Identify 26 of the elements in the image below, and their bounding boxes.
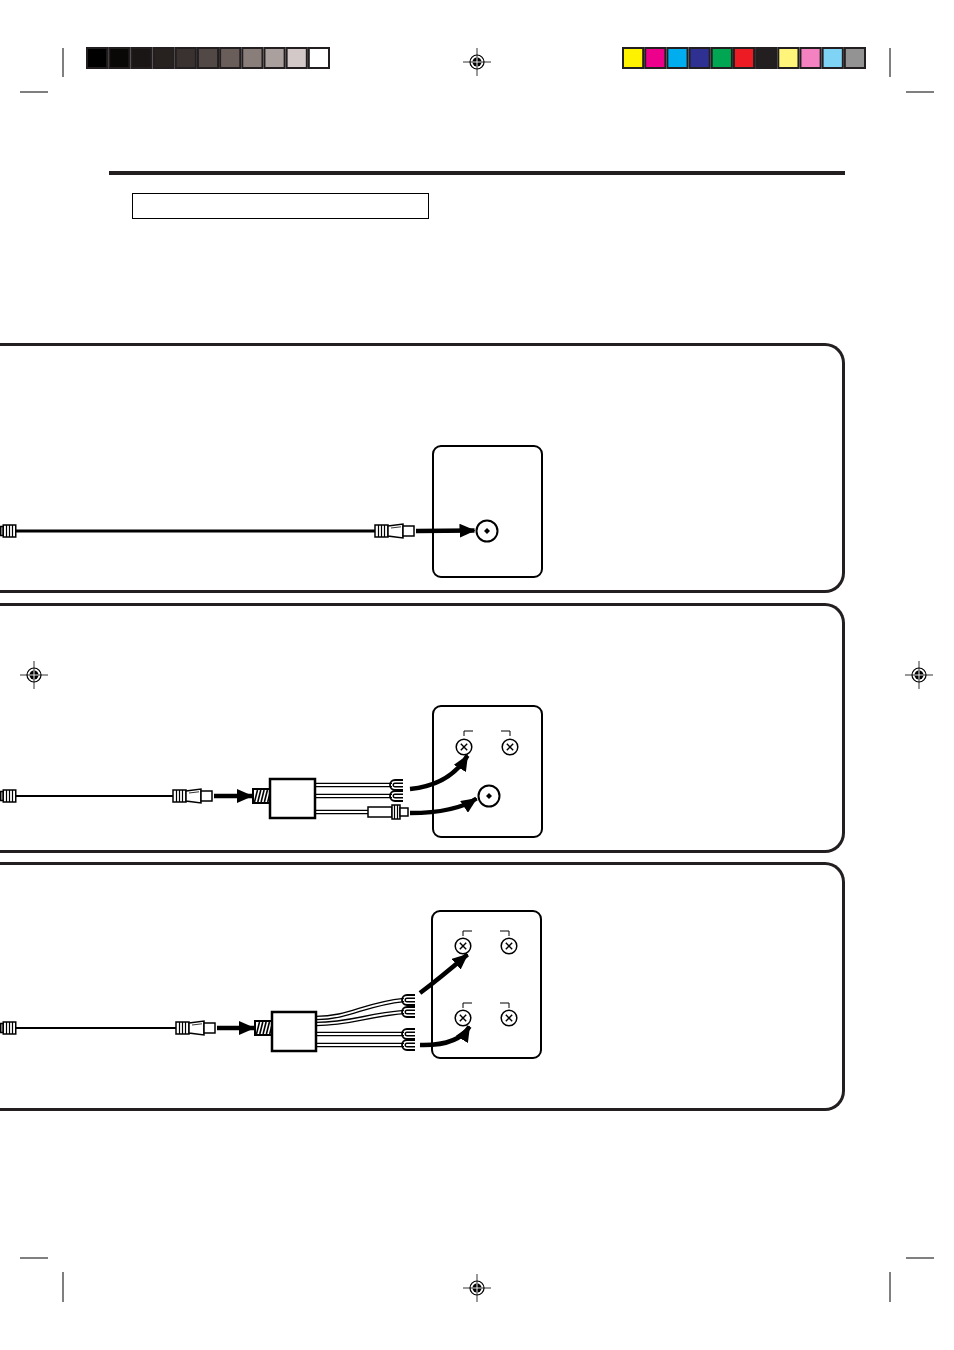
arrow	[418, 952, 469, 995]
arrow	[416, 523, 476, 538]
screw-terminal-icon	[453, 936, 472, 955]
coaxial-cable-drawing	[0, 521, 416, 541]
screw-terminal-icon	[453, 1008, 472, 1027]
connection-panel	[0, 603, 845, 853]
screw-terminal-icon	[500, 737, 519, 756]
antenna-terminal-board	[432, 445, 543, 578]
coaxial-cable-drawing	[0, 1018, 217, 1038]
connection-panel	[0, 862, 845, 1111]
antenna-terminal-board	[432, 705, 543, 838]
antenna-terminal-board	[431, 910, 542, 1059]
arrow	[409, 796, 478, 816]
screw-terminal-icon	[499, 936, 518, 955]
coaxial-jack-icon	[474, 518, 499, 543]
screw-terminal-icon	[454, 737, 473, 756]
matching-transformer-drawing	[252, 775, 410, 821]
blank-title-frame	[132, 193, 429, 219]
coaxial-jack-icon	[476, 783, 501, 808]
coaxial-cable-drawing	[0, 786, 214, 806]
arrow	[420, 1025, 472, 1048]
arrow	[217, 1021, 255, 1035]
arrow	[409, 754, 470, 792]
screw-terminal-icon	[499, 1008, 518, 1027]
arrow	[214, 789, 253, 803]
connection-panel	[0, 343, 845, 593]
